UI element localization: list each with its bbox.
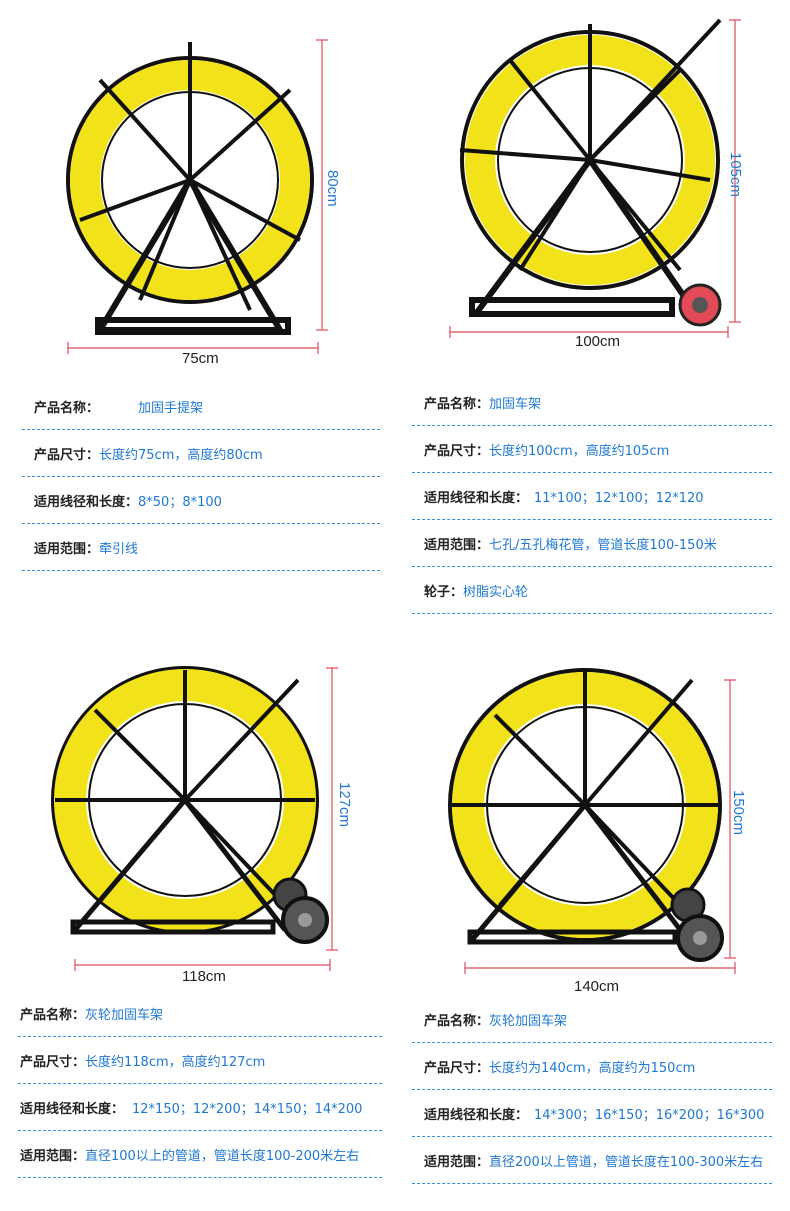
spec-label: 产品尺寸： <box>34 447 100 463</box>
spec-row: 适用范围： 直径200以上管道，管道长度在100-300米左右 <box>412 1137 772 1184</box>
spec-row: 产品名称： 加固手提架 <box>22 383 380 430</box>
spec-value: 树脂实心轮 <box>463 584 529 600</box>
spec-label: 产品名称： <box>424 396 490 412</box>
spec-row: 适用线径和长度： 14*300；16*150；16*200；16*300 <box>412 1090 772 1137</box>
spec-label: 适用线径和长度： <box>34 494 139 510</box>
width-dimension-label: 118cm <box>182 968 226 985</box>
spec-table: 产品名称： 灰轮加固车架 产品尺寸： 长度约118cm，高度约127cm 适用线… <box>18 990 382 1178</box>
spec-label: 产品名称： <box>20 1007 86 1023</box>
spec-label: 适用范围： <box>424 1154 490 1170</box>
spec-row: 产品尺寸： 长度约118cm，高度约127cm <box>18 1037 382 1084</box>
spec-value: 12*150；12*200；14*150；14*200 <box>132 1101 363 1117</box>
spec-value: 直径100以上的管道，管道长度100-200米左右 <box>85 1148 360 1164</box>
spec-label: 适用线径和长度： <box>424 1107 529 1123</box>
spec-label: 产品尺寸： <box>424 443 490 459</box>
spec-row: 适用范围： 直径100以上的管道，管道长度100-200米左右 <box>18 1131 382 1178</box>
spec-table: 产品名称： 加固车架 产品尺寸： 长度约100cm，高度约105cm 适用线径和… <box>412 379 772 615</box>
spec-row: 产品尺寸： 长度约100cm，高度约105cm <box>412 426 772 473</box>
width-dimension-label: 140cm <box>574 978 620 995</box>
grey-wheel-140-reel-image <box>448 668 736 974</box>
height-dimension-label: 127cm <box>336 782 353 828</box>
spec-row: 产品尺寸： 长度约75cm，高度约80cm <box>22 430 380 477</box>
width-dimension-label: 100cm <box>575 333 621 350</box>
spec-row: 适用范围： 七孔/五孔梅花管，管道长度100-150米 <box>412 520 772 567</box>
spec-value: 牵引线 <box>99 541 139 557</box>
spec-table: 产品名称： 加固手提架 产品尺寸： 长度约75cm，高度约80cm 适用线径和长… <box>22 383 380 575</box>
spec-row: 产品名称： 灰轮加固车架 <box>412 996 772 1043</box>
spec-label: 产品尺寸： <box>20 1054 86 1070</box>
height-dimension-label: 80cm <box>324 170 341 207</box>
spec-value: 七孔/五孔梅花管，管道长度100-150米 <box>489 537 717 553</box>
spec-label: 适用范围： <box>20 1148 86 1164</box>
spec-value: 14*300；16*150；16*200；16*300 <box>534 1107 765 1123</box>
spec-value: 长度约118cm，高度约127cm <box>85 1054 266 1070</box>
spec-label: 产品尺寸： <box>424 1060 490 1076</box>
spec-row: 适用范围： 牵引线 <box>22 524 380 571</box>
spec-label: 适用范围： <box>424 537 490 553</box>
spec-label: 适用线径和长度： <box>20 1101 125 1117</box>
hand-frame-reel-image <box>66 39 328 354</box>
grey-wheel-118-reel-image <box>51 666 338 971</box>
width-dimension-label: 75cm <box>182 350 219 367</box>
spec-row: 适用线径和长度： 8*50；8*100 <box>22 477 380 524</box>
spec-value: 8*50；8*100 <box>138 494 222 510</box>
cart-frame-reel-image <box>449 18 741 338</box>
spec-row: 产品名称： 灰轮加固车架 <box>18 990 382 1037</box>
spec-label: 产品名称： <box>424 1013 490 1029</box>
spec-row: 产品名称： 加固车架 <box>412 379 772 426</box>
spec-label: 适用范围： <box>34 541 100 557</box>
spec-row: 适用线径和长度： 12*150；12*200；14*150；14*200 <box>18 1084 382 1131</box>
spec-row: 产品尺寸： 长度约为140cm，高度约为150cm <box>412 1043 772 1090</box>
spec-label: 产品名称： <box>34 400 100 416</box>
spec-label: 适用线径和长度： <box>424 490 529 506</box>
spec-value: 11*100；12*100；12*120 <box>534 490 704 506</box>
spec-value: 加固手提架 <box>138 400 204 416</box>
spec-value: 灰轮加固车架 <box>85 1007 164 1023</box>
spec-row: 轮子： 树脂实心轮 <box>412 567 772 614</box>
height-dimension-label: 150cm <box>730 790 747 836</box>
spec-value: 长度约100cm，高度约105cm <box>489 443 670 459</box>
height-dimension-label: 105cm <box>727 152 744 198</box>
spec-value: 灰轮加固车架 <box>489 1013 568 1029</box>
spec-row: 适用线径和长度： 11*100；12*100；12*120 <box>412 473 772 520</box>
spec-table: 产品名称： 灰轮加固车架 产品尺寸： 长度约为140cm，高度约为150cm 适… <box>412 996 772 1186</box>
spec-value: 直径200以上管道，管道长度在100-300米左右 <box>489 1154 764 1170</box>
spec-label: 轮子： <box>424 584 464 600</box>
spec-value: 长度约75cm，高度约80cm <box>99 447 263 463</box>
spec-value: 长度约为140cm，高度约为150cm <box>489 1060 696 1076</box>
spec-value: 加固车架 <box>489 396 542 412</box>
